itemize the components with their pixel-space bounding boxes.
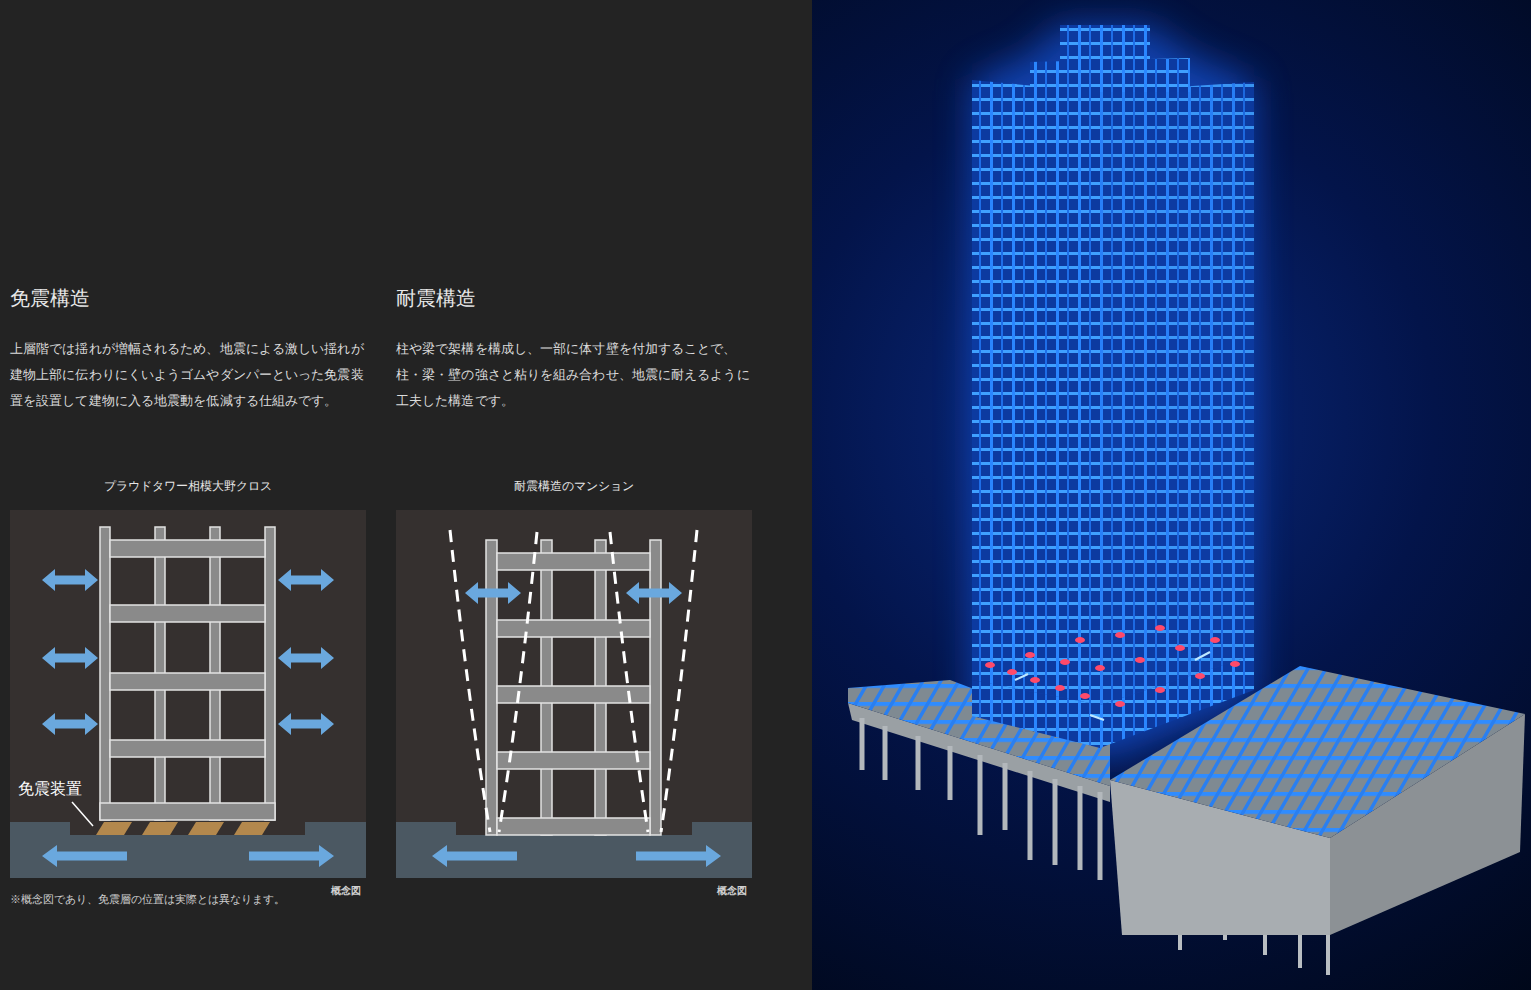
building-frame [486, 540, 661, 835]
isolator-dots [985, 625, 1240, 707]
tower-rendering [812, 0, 1531, 990]
section-heading: 耐震構造 [396, 284, 716, 312]
isolator-dot [1095, 665, 1105, 671]
damper-marks [1015, 652, 1210, 720]
sway-arrow [278, 713, 334, 735]
concept-diagrams [0, 0, 812, 990]
column [650, 540, 661, 835]
sway-arrow [278, 569, 334, 591]
beam [110, 605, 265, 622]
render-background [812, 0, 1531, 990]
figure-caption: 耐震構造のマンション [388, 476, 760, 496]
pile [883, 726, 888, 780]
left-background [0, 0, 812, 990]
wing-piles [862, 718, 1100, 880]
pile [1078, 786, 1083, 870]
panel-background [396, 510, 752, 878]
isolator-dot [1155, 687, 1165, 693]
glow [972, 25, 1254, 760]
pile [1053, 779, 1058, 865]
sway-arrow [42, 647, 98, 669]
isolator-dot [1155, 625, 1165, 631]
sway-curve [610, 532, 648, 832]
isolator-dot [1175, 645, 1185, 651]
sway-curves [450, 530, 697, 832]
damper [1090, 715, 1104, 720]
isolator-dot [1007, 669, 1017, 675]
sway-arrow [626, 582, 682, 604]
isolator-dot [1115, 701, 1125, 707]
column [265, 527, 275, 820]
column [486, 540, 497, 835]
tower-crown [1030, 58, 1190, 92]
pile [1003, 763, 1008, 830]
ground-arrow [636, 845, 721, 867]
ground-arrow [432, 845, 517, 867]
section-heading: 免震構造 [10, 284, 330, 312]
ground-arrow [42, 845, 127, 867]
sway-arrow [465, 582, 521, 604]
pile [1098, 792, 1103, 880]
isolator-dot [1115, 632, 1125, 638]
isolator-dot [1210, 637, 1220, 643]
isolator-dot [1195, 673, 1205, 679]
leader-line [72, 802, 93, 826]
panel-background [10, 510, 366, 878]
beam [497, 620, 650, 637]
isolator [96, 822, 132, 835]
building-frame [100, 527, 275, 820]
beam [497, 818, 650, 835]
beam [497, 553, 650, 570]
body-text: 柱や梁で架構を構成し、一部に体寸壁を付加することで、柱・梁・壁の強さと粘りを組み… [396, 336, 758, 414]
sway-curve [450, 530, 490, 832]
beam [110, 540, 265, 557]
isolator-dot [985, 662, 995, 668]
pile [948, 746, 953, 800]
footnote: ※概念図であり、免震層の位置は実際とは異なります。 [10, 892, 285, 908]
beam [497, 752, 650, 769]
sway-arrow [42, 713, 98, 735]
figure-panel: 耐震構造のマンション [388, 476, 760, 878]
isolator [142, 822, 178, 835]
ground-arrow [249, 845, 334, 867]
ground [10, 822, 366, 878]
sway-curve [661, 530, 697, 832]
figure-caption: プラウドタワー相模大野クロス [2, 476, 374, 496]
figure-panel: プラウドタワー相模大野クロス [2, 476, 374, 878]
body-text: 上層階では揺れが増幅されるため、地震による激しい揺れが建物上部に伝わりにくいよう… [10, 336, 372, 414]
figure-note: 概念図 [300, 884, 361, 898]
isolator-dot [1135, 657, 1145, 663]
column [100, 527, 110, 820]
part-label: 免震装置 [16, 779, 84, 799]
pile [978, 755, 983, 835]
isolator-dot [1080, 693, 1090, 699]
damper [1015, 674, 1028, 680]
isolator-dot [1060, 659, 1070, 665]
isolator-dot [1055, 685, 1065, 691]
isolator-pads [96, 822, 270, 835]
sway-arrow [278, 647, 334, 669]
pile [1028, 771, 1033, 860]
beam [100, 803, 275, 820]
isolator-dot [1025, 652, 1035, 658]
pile [860, 718, 865, 770]
isolator [188, 822, 224, 835]
tower-crown [1060, 25, 1150, 62]
sway-arrow [42, 569, 98, 591]
damper [1195, 652, 1210, 660]
isolator-dot [1230, 661, 1240, 667]
isolator-dot [1030, 677, 1040, 683]
beam [110, 740, 265, 757]
figure-note: 概念図 [686, 884, 747, 898]
beam [110, 673, 265, 690]
tower-face [972, 80, 1100, 705]
isolator [234, 822, 270, 835]
tower-face [1100, 82, 1254, 705]
pile [916, 736, 921, 790]
isolator-dot [1075, 637, 1085, 643]
sway-curve [499, 532, 537, 832]
